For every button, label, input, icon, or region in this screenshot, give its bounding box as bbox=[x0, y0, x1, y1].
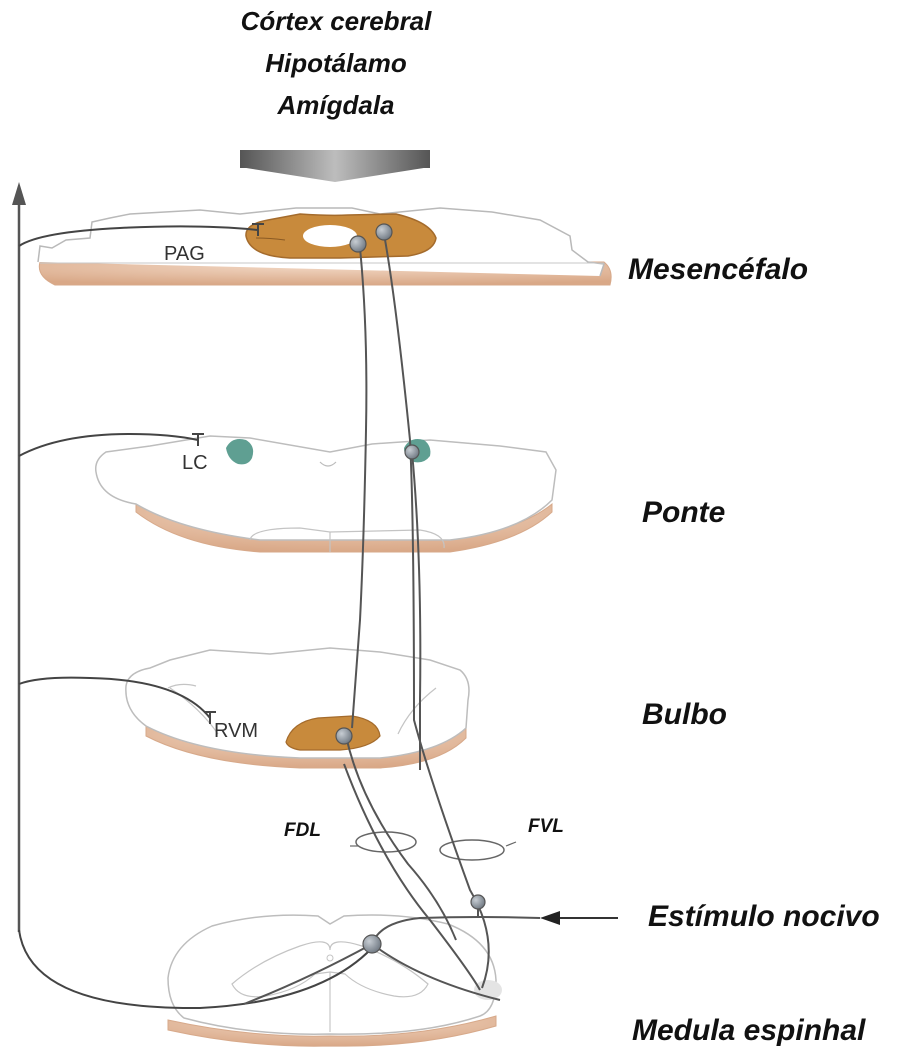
input-label-hypothalamus: Hipotálamo bbox=[186, 48, 486, 79]
rvm-label: RVM bbox=[214, 720, 258, 743]
input-label-cortex: Córtex cerebral bbox=[186, 6, 486, 37]
pag-nucleus bbox=[246, 214, 436, 258]
stimulus-label: Estímulo nocivo bbox=[648, 900, 880, 934]
input-arrow bbox=[240, 150, 430, 182]
fvl-label: FVL bbox=[528, 816, 564, 838]
spinal-cord-section bbox=[168, 915, 502, 1046]
stimulus-arrow bbox=[540, 911, 618, 925]
pag-label: PAG bbox=[164, 243, 205, 266]
lc-label: LC bbox=[182, 452, 208, 475]
ascending-pathway-arrow bbox=[12, 182, 26, 932]
level-label-spinal-cord: Medula espinhal bbox=[632, 1014, 865, 1048]
ascending-connections bbox=[19, 226, 372, 1008]
pons-section bbox=[96, 436, 556, 552]
input-label-amygdala: Amígdala bbox=[186, 90, 486, 121]
level-label-pons: Ponte bbox=[642, 496, 725, 530]
level-label-mesencephalon: Mesencéfalo bbox=[628, 253, 808, 287]
fdl-label: FDL bbox=[284, 820, 321, 842]
level-label-medulla: Bulbo bbox=[642, 698, 727, 732]
fvl-tract bbox=[440, 840, 516, 860]
descending-pathways bbox=[344, 234, 489, 990]
